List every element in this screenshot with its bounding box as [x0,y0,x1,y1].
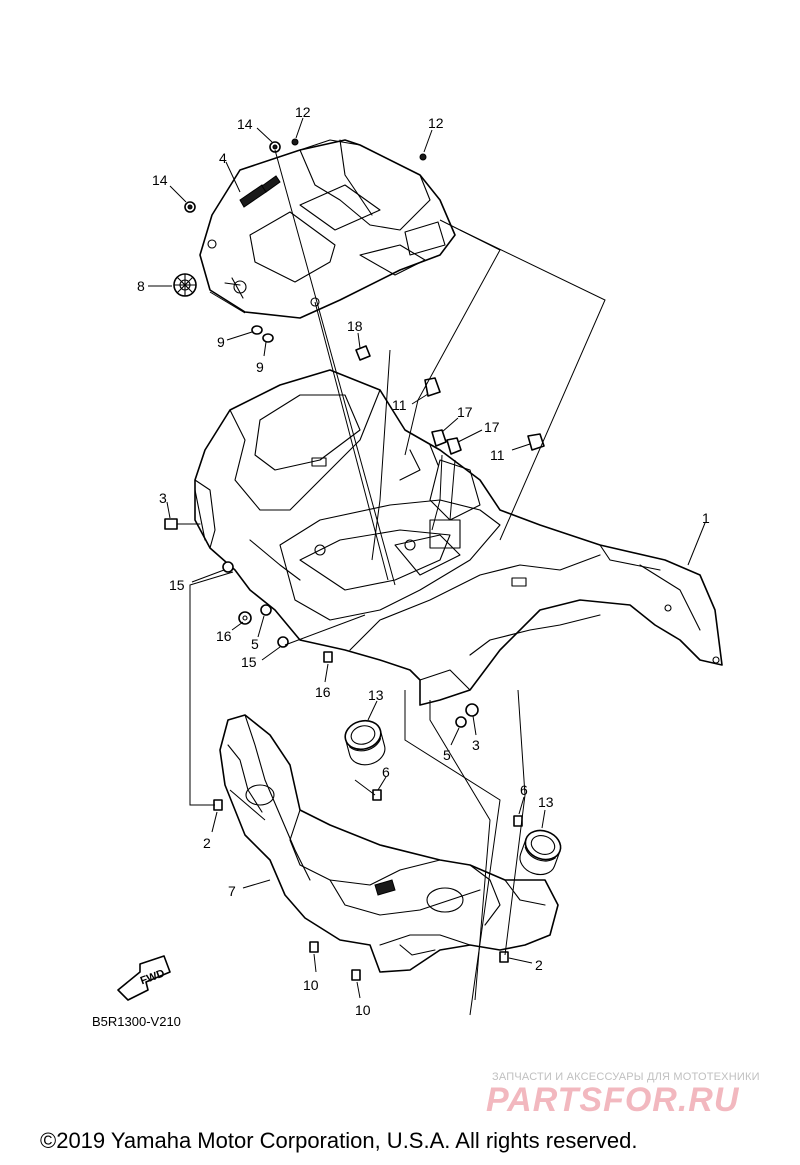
callout-11: 11 [490,447,505,463]
callout-13: 13 [538,794,554,810]
callout-10: 10 [355,1002,371,1018]
callout-9: 9 [256,359,264,375]
part-4-top-cover [199,139,456,319]
copyright-notice: ©2019 Yamaha Motor Corporation, U.S.A. A… [40,1128,638,1153]
callout-12: 12 [295,104,311,120]
callout-17: 17 [484,419,500,435]
callout-8: 8 [137,278,145,294]
callouts: 14 12 12 4 14 8 9 9 18 11 17 17 11 3 1 1… [137,104,710,1018]
diagram-code: B5R1300-V210 [92,1014,181,1029]
watermark-tagline: ЗАПЧАСТИ И АКСЕССУАРЫ ДЛЯ МОТОТЕХНИКИ [492,1071,760,1083]
part-7-lower-bracket [219,714,559,973]
callout-6: 6 [382,764,390,780]
part-13-lamp-sockets [344,719,562,876]
callout-16: 16 [216,628,232,644]
callout-3: 3 [159,490,167,506]
assembly-lines [189,149,606,1016]
callout-18: 18 [347,318,363,334]
fasteners [164,138,545,981]
callout-2: 2 [535,957,543,973]
callout-4: 4 [219,150,227,166]
callout-14: 14 [152,172,168,188]
callout-16: 16 [315,684,331,700]
callout-3: 3 [472,737,480,753]
callout-15: 15 [169,577,185,593]
callout-7: 7 [228,883,236,899]
callout-11: 11 [392,397,407,413]
callout-17: 17 [457,404,473,420]
callout-15: 15 [241,654,257,670]
callout-1: 1 [702,510,710,526]
callout-6: 6 [520,782,528,798]
callout-13: 13 [368,687,384,703]
callout-5: 5 [251,636,259,652]
callout-9: 9 [217,334,225,350]
part-1-front-fender [194,369,723,706]
callout-5: 5 [443,747,451,763]
watermark-brand: PARTSFOR.RU [486,1081,740,1119]
fwd-arrow: FWD [117,955,171,1001]
callout-10: 10 [303,977,319,993]
callout-12: 12 [428,115,444,131]
callout-14: 14 [237,116,253,132]
callout-2: 2 [203,835,211,851]
